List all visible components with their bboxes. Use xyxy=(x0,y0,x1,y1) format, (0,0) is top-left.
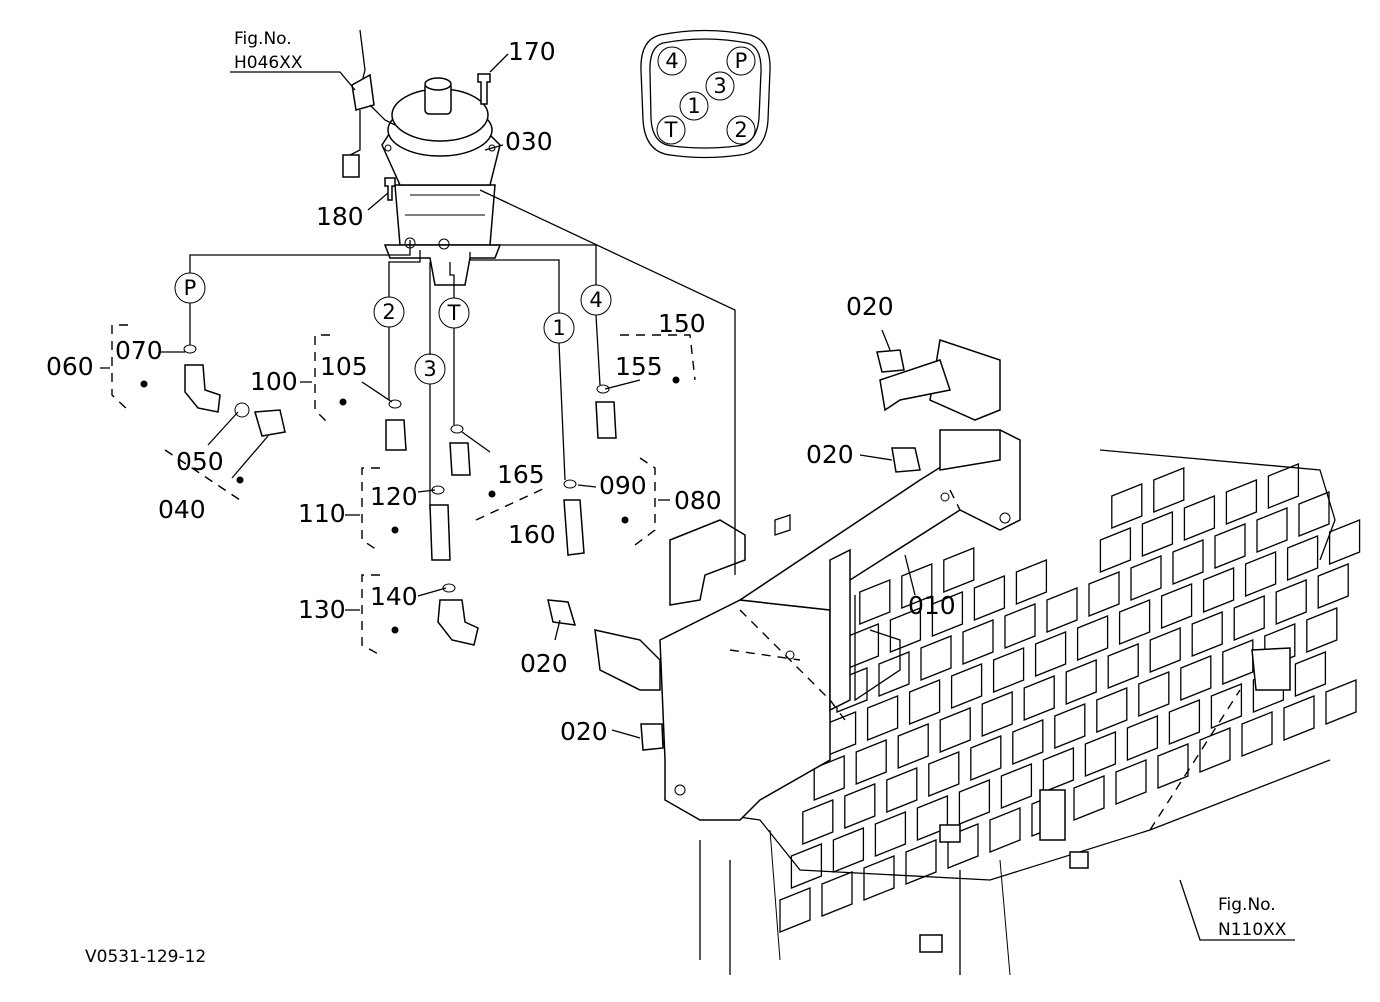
key-pin-4: 4 xyxy=(665,49,678,73)
part-label-020-left: 020 xyxy=(520,649,568,678)
port-P: P xyxy=(184,276,197,300)
port-2: 2 xyxy=(382,300,395,324)
port-leaders xyxy=(189,189,736,575)
part-label-050: 050 xyxy=(176,447,224,476)
key-pin-2: 2 xyxy=(734,118,747,142)
part-label-150: 150 xyxy=(658,309,706,338)
callout-leaders xyxy=(100,53,1295,941)
part-label-010: 010 xyxy=(908,591,956,620)
part-label-110: 110 xyxy=(298,499,346,528)
port-3: 3 xyxy=(423,357,436,381)
drawing-id: V0531-129-12 xyxy=(85,947,206,967)
bolt-170 xyxy=(477,73,491,105)
port-4: 4 xyxy=(589,288,602,312)
part-label-070: 070 xyxy=(115,336,163,365)
fig-ref-top-line1: Fig.No. xyxy=(234,29,292,49)
part-label-040: 040 xyxy=(158,495,206,524)
bolt-180 xyxy=(384,177,396,201)
port-T: T xyxy=(447,301,461,325)
part-label-170: 170 xyxy=(508,37,556,66)
key-pin-P: P xyxy=(735,49,748,73)
part-label-155: 155 xyxy=(615,352,663,381)
frame-grille xyxy=(689,449,1361,976)
part-label-080: 080 xyxy=(674,486,722,515)
part-label-020-bottom: 020 xyxy=(560,717,608,746)
part-label-130: 130 xyxy=(298,595,346,624)
part-label-020-mid: 020 xyxy=(806,440,854,469)
part-label-060: 060 xyxy=(46,352,94,381)
pilot-valve-030 xyxy=(381,77,502,286)
fig-ref-bottom-line2: N110XX xyxy=(1218,920,1287,940)
fig-ref-bottom-line1: Fig.No. xyxy=(1218,895,1276,915)
fig-ref-top-line2: H046XX xyxy=(234,53,303,73)
part-label-105: 105 xyxy=(320,352,368,381)
fittings xyxy=(183,344,1291,953)
part-label-180: 180 xyxy=(316,202,364,231)
key-pin-T: T xyxy=(664,118,678,142)
bracket-010 xyxy=(594,339,1021,821)
part-label-030: 030 xyxy=(505,127,553,156)
key-pin-3: 3 xyxy=(713,74,726,98)
port-key: 4 P 3 1 T 2 xyxy=(640,29,771,159)
port-1: 1 xyxy=(552,316,565,340)
part-label-160: 160 xyxy=(508,520,556,549)
wire-harness xyxy=(342,29,396,178)
part-label-165: 165 xyxy=(497,460,545,489)
part-label-020-top: 020 xyxy=(846,292,894,321)
part-label-140: 140 xyxy=(370,582,418,611)
part-label-120: 120 xyxy=(370,482,418,511)
part-label-090: 090 xyxy=(599,471,647,500)
part-label-100: 100 xyxy=(250,367,298,396)
key-pin-1: 1 xyxy=(687,94,700,118)
